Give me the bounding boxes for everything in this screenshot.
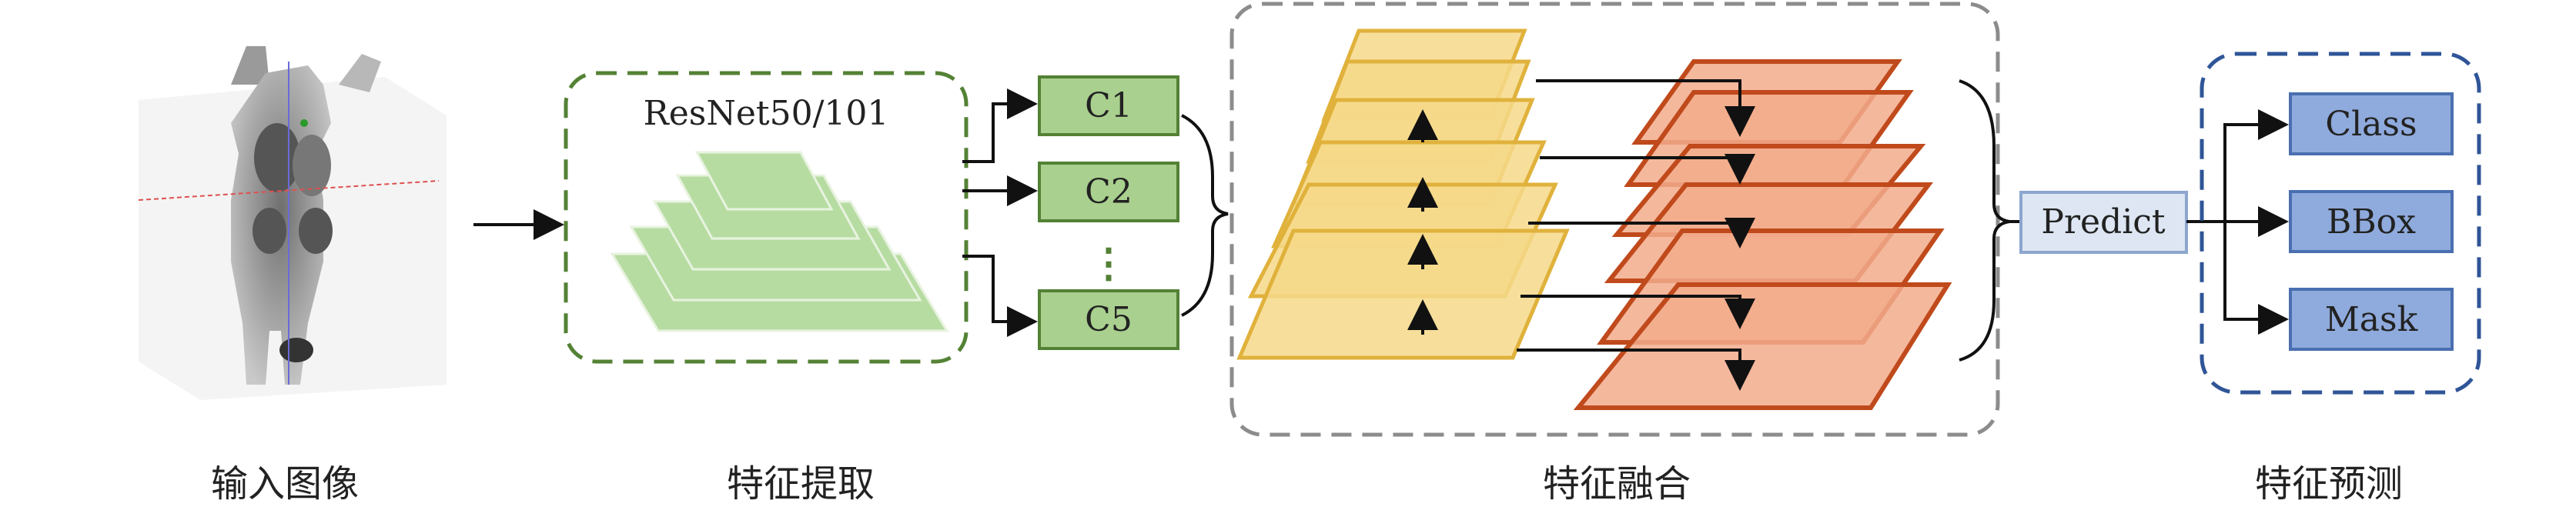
arrow-to-mask <box>2223 222 2289 335</box>
output-box-class <box>2289 92 2454 155</box>
arrow-to-c5 <box>962 255 1038 337</box>
predict-box <box>2019 191 2188 254</box>
backbone-dashed-box <box>564 71 969 364</box>
input-scan-image <box>138 46 447 400</box>
prediction-dashed-box <box>2200 52 2481 395</box>
fusion-orange-stack <box>1573 59 1952 410</box>
feature-label-c2: C2 <box>1085 172 1132 212</box>
brace-c-features <box>1181 114 1229 317</box>
feature-box-c5 <box>1038 289 1179 350</box>
output-box-mask <box>2289 288 2454 351</box>
caption-feature-fusion: 特征融合 <box>1543 462 1691 505</box>
feature-box-c2 <box>1038 162 1179 222</box>
output-label-bbox: BBox <box>2327 202 2416 242</box>
feature-label-c5: C5 <box>1085 300 1132 339</box>
fusion-lateral-arrows <box>1517 79 1755 391</box>
caption-input-image: 输入图像 <box>211 462 359 505</box>
fusion-yellow-stack <box>1236 28 1570 360</box>
caption-feature-extraction: 特征提取 <box>727 462 875 505</box>
backbone-label: ResNet50/101 <box>644 94 889 133</box>
output-label-mask: Mask <box>2325 300 2418 339</box>
feature-box-c1 <box>1038 75 1179 136</box>
feature-pyramid-stack <box>610 151 949 332</box>
fusion-dashed-box <box>1229 2 2000 437</box>
output-label-class: Class <box>2325 105 2417 144</box>
arrow-to-class <box>2223 109 2289 222</box>
output-box-bbox <box>2289 190 2454 253</box>
brace-fusion <box>1959 79 2010 362</box>
predict-label: Predict <box>2041 202 2166 242</box>
feature-label-c1: C1 <box>1085 86 1132 125</box>
caption-feature-prediction: 特征预测 <box>2255 462 2403 505</box>
arrow-to-c1 <box>962 88 1038 163</box>
feature-ellipsis: ⋮ <box>1089 240 1129 287</box>
